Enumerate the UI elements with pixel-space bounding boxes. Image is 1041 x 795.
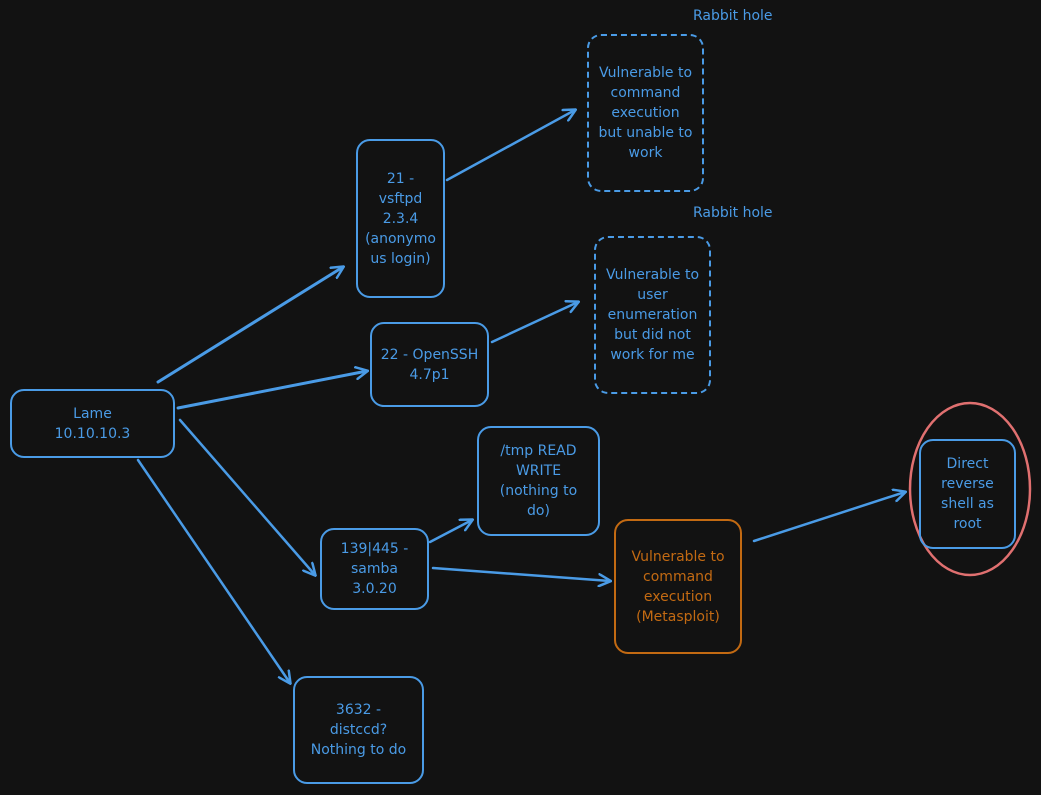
rabbit-hole-label-ssh: Rabbit hole bbox=[693, 205, 773, 221]
node-root-shell: Direct reverse shell as root bbox=[919, 439, 1016, 549]
edge-lame-to-ssh bbox=[176, 371, 367, 410]
edge-samba-to-tmp bbox=[428, 520, 472, 544]
node-ftp-vulnerability: Vulnerable to command execution but unab… bbox=[587, 34, 704, 192]
edge-samba-to-samba-vuln bbox=[431, 566, 610, 581]
root-highlight-circle bbox=[908, 401, 1032, 577]
node-ssh-openssh: 22 - OpenSSH 4.7p1 bbox=[370, 322, 489, 407]
edge-ftp-to-ftp-vuln bbox=[445, 110, 575, 182]
edge-lame-to-samba bbox=[178, 418, 315, 575]
node-samba: 139|445 - samba 3.0.20 bbox=[320, 528, 429, 610]
node-ftp-vsftpd: 21 - vsftpd 2.3.4 (anonymo us login) bbox=[356, 139, 445, 298]
node-tmp-share: /tmp READ WRITE (nothing to do) bbox=[477, 426, 600, 536]
edge-lame-to-distcc bbox=[136, 458, 290, 683]
node-lame: Lame 10.10.10.3 bbox=[10, 389, 175, 458]
edge-samba-vuln-to-root bbox=[752, 492, 905, 543]
edge-lame-to-ftp bbox=[156, 267, 343, 384]
node-distcc: 3632 - distccd? Nothing to do bbox=[293, 676, 424, 784]
edge-ssh-to-ssh-vuln bbox=[490, 302, 578, 344]
rabbit-hole-label-ftp: Rabbit hole bbox=[693, 8, 773, 24]
node-ssh-vulnerability: Vulnerable to user enumeration but did n… bbox=[594, 236, 711, 394]
node-samba-vulnerability: Vulnerable to command execution (Metaspl… bbox=[614, 519, 742, 654]
